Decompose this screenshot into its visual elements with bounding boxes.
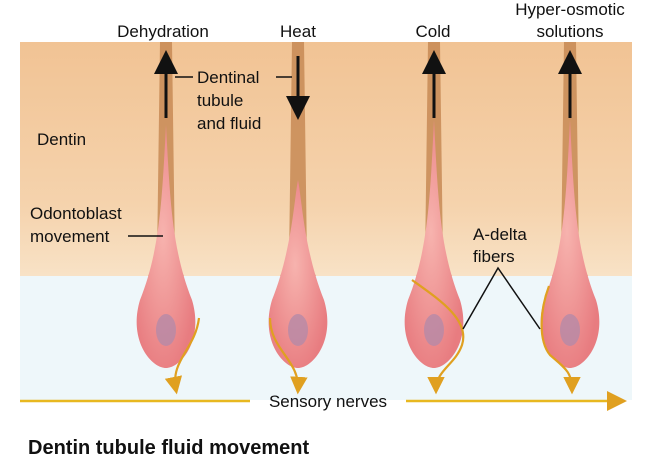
odontoblast-nucleus [424, 314, 444, 346]
nerve-fiber-arrow [540, 285, 581, 395]
label-dentinal-2: tubule [197, 91, 243, 110]
label-cold: Cold [416, 22, 451, 41]
label-sensory-nerves: Sensory nerves [269, 392, 387, 411]
odontoblast-nucleus [560, 314, 580, 346]
label-adelta-1: A-delta [473, 225, 527, 244]
odontoblast-cell [268, 180, 328, 368]
dentin-layer [20, 42, 632, 276]
label-hyperosmotic-1: Hyper-osmotic [515, 0, 625, 19]
label-dentinal-3: and fluid [197, 114, 261, 133]
label-dentin: Dentin [37, 130, 86, 149]
label-odontoblast-1: Odontoblast [30, 204, 122, 223]
label-dehydration: Dehydration [117, 22, 209, 41]
label-heat: Heat [280, 22, 316, 41]
figure-title: Dentin tubule fluid movement [28, 437, 309, 459]
label-dentinal-1: Dentinal [197, 68, 259, 87]
odontoblast-cell [136, 125, 196, 368]
label-odontoblast-2: movement [30, 227, 110, 246]
odontoblast-nucleus [156, 314, 176, 346]
odontoblast-cell [404, 120, 464, 368]
dentinal-tubule [280, 42, 316, 276]
adelta-leader [462, 266, 541, 330]
label-hyperosmotic-2: solutions [536, 22, 603, 41]
nerve-fiber-arrow [268, 317, 308, 395]
odontoblast-cell [540, 120, 600, 368]
odontoblast-nucleus [288, 314, 308, 346]
label-adelta-2: fibers [473, 247, 515, 266]
pulp-layer [20, 276, 632, 400]
nerve-fiber-arrow [411, 279, 465, 395]
nerve-fiber-arrow [164, 317, 201, 395]
